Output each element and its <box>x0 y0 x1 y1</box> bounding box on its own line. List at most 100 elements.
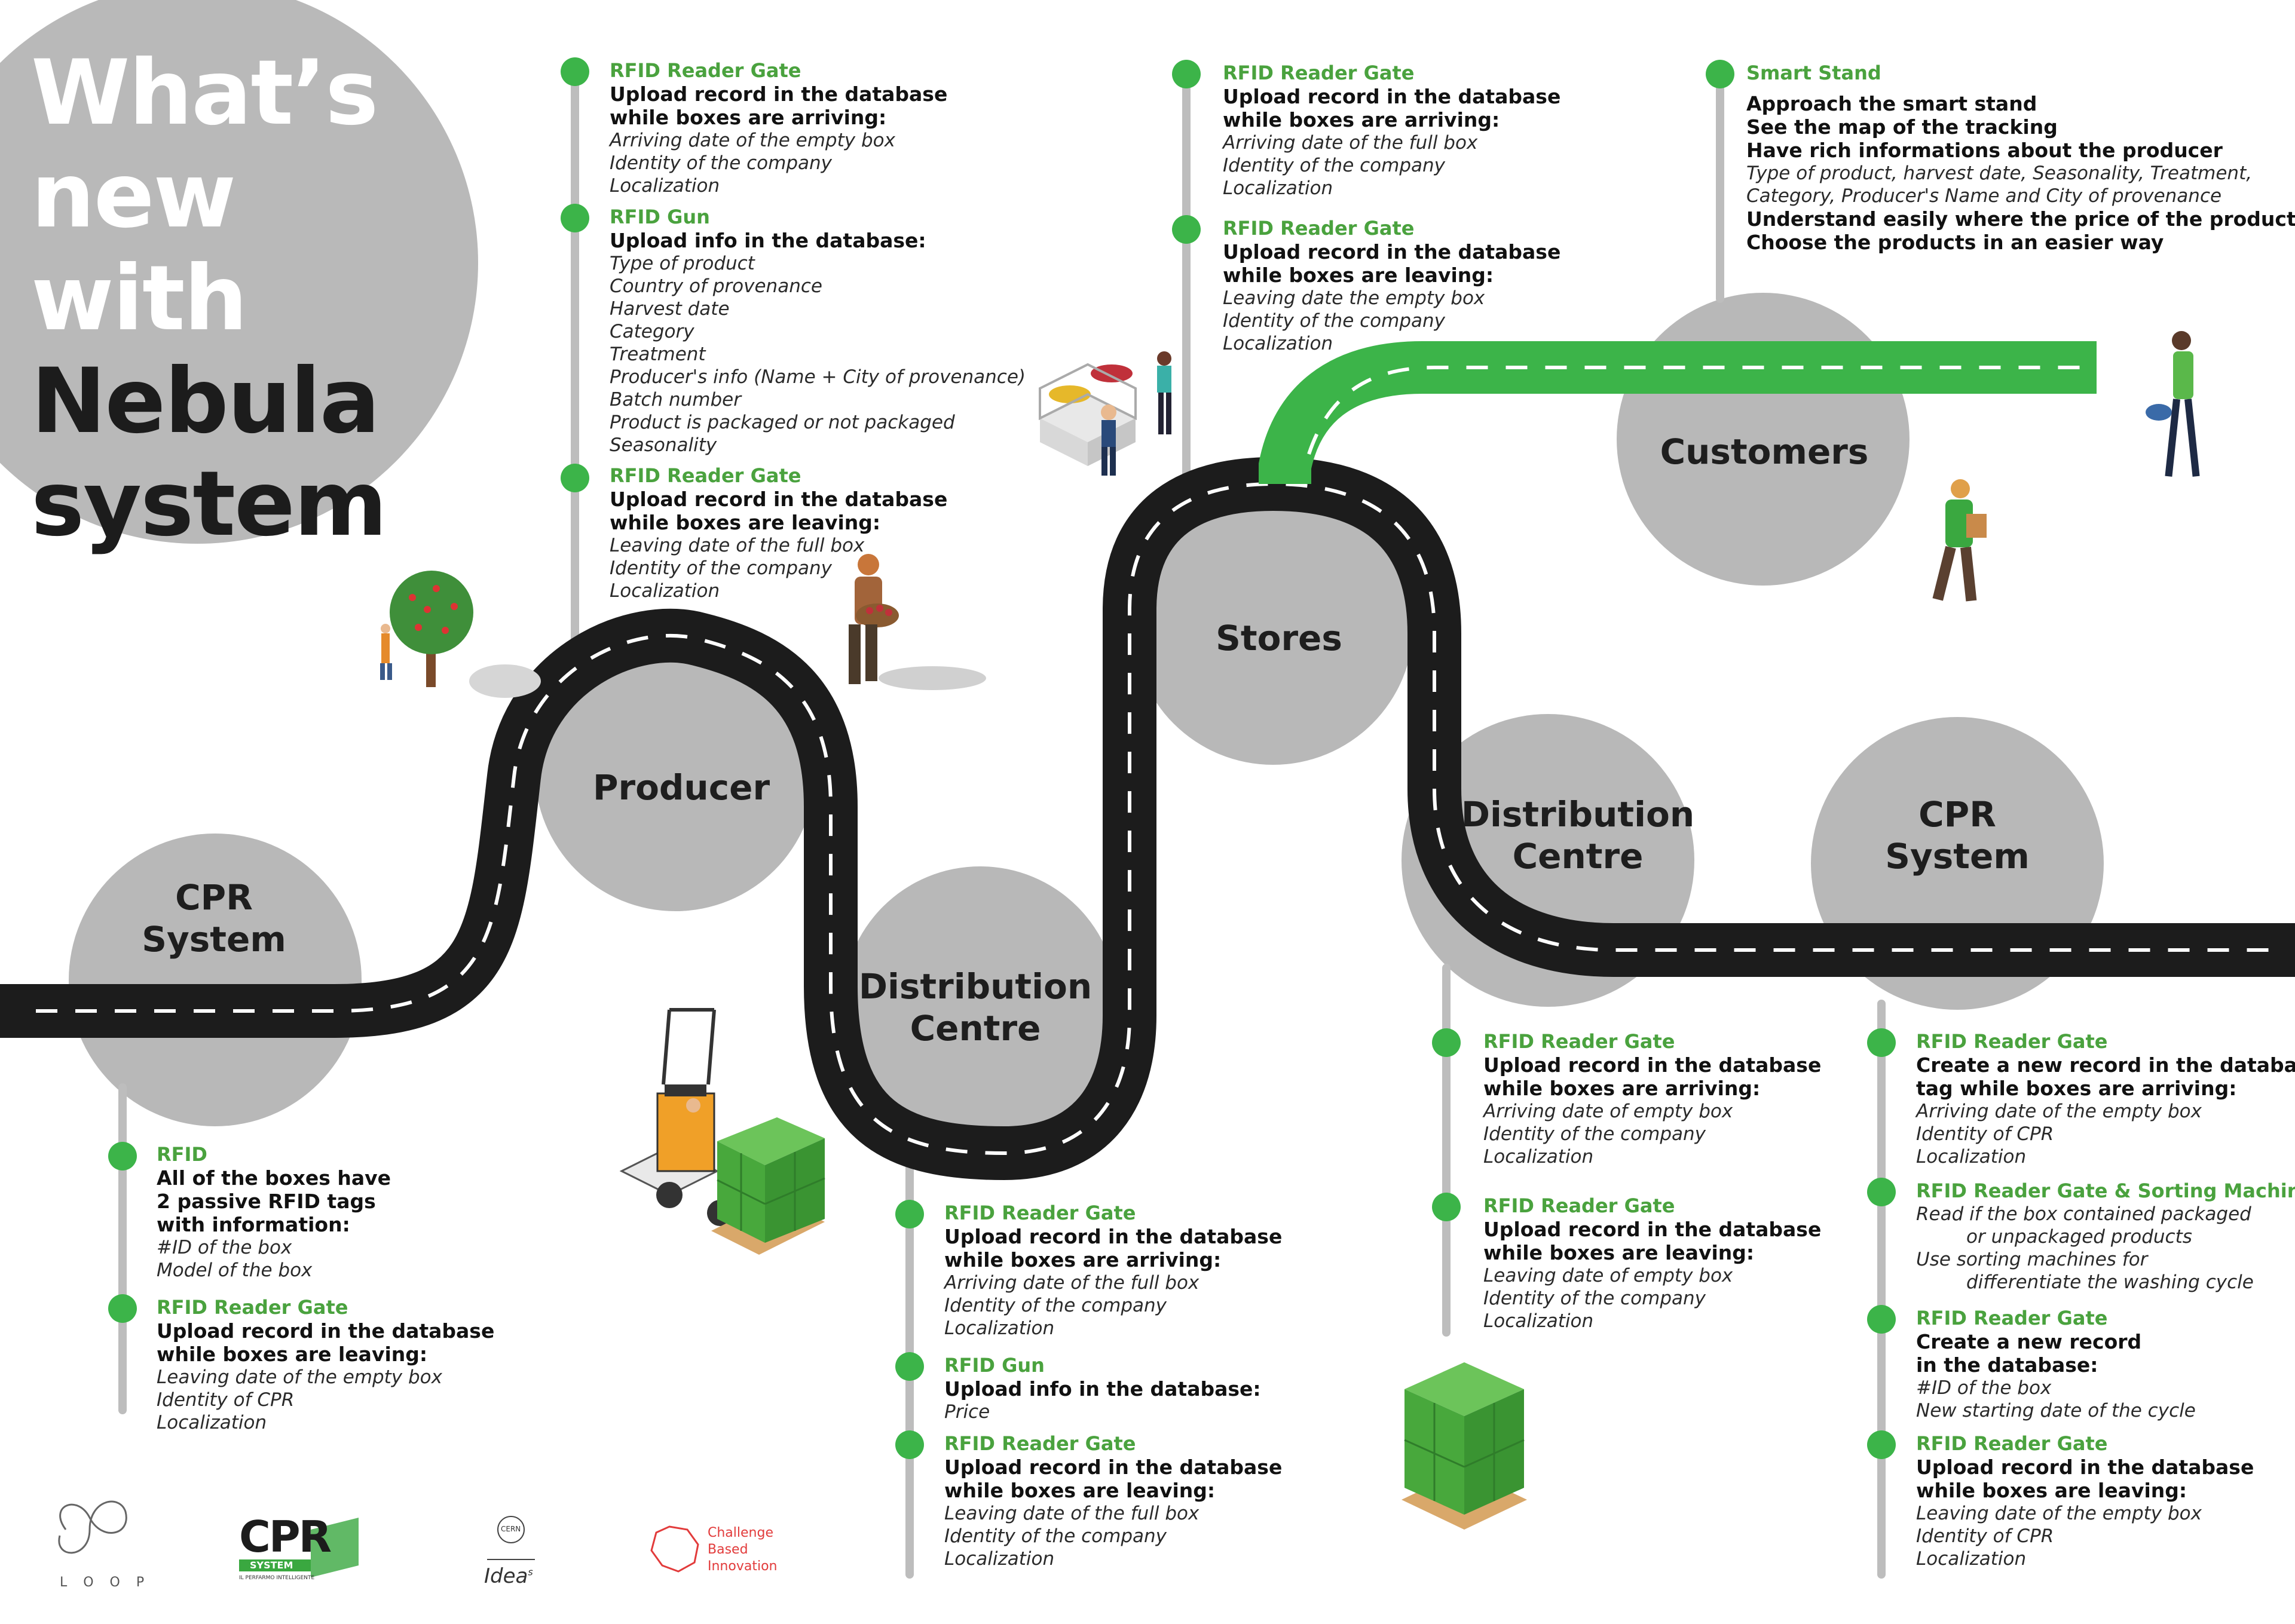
dist-mid-gun-block: RFID Gun Upload info in the database: Pr… <box>944 1353 1261 1423</box>
block-item: Category, Producer's Name and City of pr… <box>1746 185 2222 207</box>
producer-gate-arriving-block: RFID Reader Gate Upload record in the da… <box>610 59 947 197</box>
block-item: Identity of the company <box>1483 1288 1706 1309</box>
cbi-logo-text: Challenge Based Innovation <box>708 1525 777 1575</box>
block-item: Identity of the company <box>610 152 832 174</box>
block-item: Arriving date of empty box <box>1483 1101 1733 1122</box>
block-bold-line: Upload record in the database <box>944 1456 1283 1479</box>
block-bold-line: while boxes are leaving: <box>944 1479 1216 1502</box>
block-title: RFID Reader Gate <box>1483 1194 1675 1217</box>
block-item: Leaving date of the empty box <box>157 1366 442 1388</box>
cpr-logo-tagline: IL PERFARMO INTELLIGENTE <box>239 1575 315 1581</box>
block-bold-line: tag while boxes are arriving: <box>1916 1077 2237 1100</box>
cbi-line: Innovation <box>708 1559 778 1574</box>
dot <box>1867 1430 1896 1459</box>
cbi-line: Based <box>708 1542 748 1557</box>
block-bold-line: Upload info in the database: <box>944 1377 1261 1401</box>
dot <box>108 1142 137 1170</box>
dot <box>108 1294 137 1323</box>
block-title: RFID Gun <box>610 206 710 228</box>
block-bold-line: while boxes are arriving: <box>1223 108 1500 131</box>
block-item: Localization <box>610 175 720 197</box>
block-bold-line: Upload record in the database <box>1916 1456 2254 1479</box>
dot <box>561 204 589 232</box>
cpr-left-gate-block: RFID Reader Gate Upload record in the da… <box>157 1295 494 1434</box>
block-bold-line: while boxes are arriving: <box>1483 1077 1761 1100</box>
title-line: What’s <box>31 41 378 145</box>
circle-producer <box>535 630 816 911</box>
stage-label-stores: Stores <box>1216 618 1342 658</box>
block-bold-line: Upload record in the database <box>610 488 948 511</box>
block-item: Localization <box>1223 177 1333 199</box>
block-item: Localization <box>1483 1310 1594 1332</box>
block-title: RFID Gun <box>944 1354 1045 1377</box>
block-item: Identity of the company <box>944 1525 1167 1547</box>
block-item: Seasonality <box>610 434 717 456</box>
loop-logo <box>58 1500 127 1554</box>
block-item: Identity of the company <box>1223 310 1445 332</box>
block-item: Localization <box>1223 333 1333 354</box>
block-title: RFID Reader Gate & Sorting Machine <box>1916 1179 2295 1202</box>
block-item: Harvest date <box>610 298 730 320</box>
block-title: RFID Reader Gate <box>1223 217 1415 240</box>
block-title: RFID Reader Gate <box>1916 1307 2108 1329</box>
block-bold-line: with information: <box>157 1213 350 1236</box>
block-item: Arriving date of the full box <box>944 1272 1199 1294</box>
tree-illustration <box>380 571 541 698</box>
man-customer-illustration <box>1932 479 1987 602</box>
block-title: Smart Stand <box>1746 62 1881 84</box>
ideas-word: Idea <box>484 1564 528 1588</box>
dot <box>1706 60 1734 88</box>
block-item: Leaving date the empty box <box>1223 287 1485 309</box>
block-item: Type of product <box>610 253 755 274</box>
block-title: RFID Reader Gate <box>1483 1030 1675 1053</box>
timeline-dots <box>108 57 1896 1459</box>
dot <box>1432 1028 1461 1057</box>
block-bold-line: All of the boxes have <box>157 1166 391 1190</box>
block-item: Arriving date of the full box <box>1223 132 1478 154</box>
block-bold-line: while boxes are arriving: <box>610 106 887 129</box>
producer-gate-leaving-block: RFID Reader Gate Upload record in the da… <box>610 464 947 602</box>
block-bold-line: Have rich informations about the produce… <box>1746 139 2223 162</box>
road-center-line <box>36 482 2277 1156</box>
market-stand-illustration <box>1039 351 1171 476</box>
block-item: differentiate the washing cycle <box>1966 1271 2254 1293</box>
block-item: Localization <box>1916 1548 2027 1570</box>
block-bold-line: while boxes are leaving: <box>1483 1241 1755 1264</box>
block-bold-line: Choose the products in an easier way <box>1746 231 2164 254</box>
block-item: Arriving date of the empty box <box>1916 1101 2202 1122</box>
block-item: Localization <box>610 580 720 602</box>
cpr-right-sorting-block: RFID Reader Gate & Sorting Machine Read … <box>1916 1179 2295 1294</box>
stage-label-producer: Producer <box>592 767 770 808</box>
block-title: RFID Reader Gate <box>610 59 801 82</box>
title-circle <box>0 0 478 544</box>
block-bold-line: Understand easily where the price of the… <box>1746 207 2295 231</box>
block-bold-line: Create a new record <box>1916 1330 2142 1353</box>
block-title: RFID Reader Gate <box>157 1296 348 1319</box>
block-item: Identity of the company <box>1223 155 1445 176</box>
block-bold-line: Upload info in the database: <box>610 229 926 252</box>
dot <box>1172 60 1201 88</box>
dist-mid-gate-leaving-block: RFID Reader Gate Upload record in the da… <box>944 1432 1282 1570</box>
green-road-center-line <box>1307 366 2086 455</box>
block-title: RFID Reader Gate <box>944 1432 1136 1455</box>
block-item: Arriving date of the empty box <box>610 130 895 151</box>
circle-stores <box>1133 484 1413 765</box>
block-item: Localization <box>157 1412 267 1433</box>
block-bold-line: Upload record in the database <box>1223 85 1561 108</box>
block-item: Type of product, harvest date, Seasonali… <box>1746 163 2253 184</box>
woman-customer-illustration <box>2146 331 2200 477</box>
cpr-logo-system: SYSTEM <box>250 1559 293 1571</box>
block-bold-line: Upload record in the database <box>944 1225 1283 1248</box>
block-item: Localization <box>1483 1146 1594 1168</box>
block-title: RFID Reader Gate <box>610 464 801 487</box>
dot <box>1172 215 1201 244</box>
dot <box>1867 1178 1896 1206</box>
block-item: Use sorting machines for <box>1916 1249 2148 1270</box>
block-item: Identity of CPR <box>1916 1123 2054 1145</box>
block-item: Localization <box>944 1317 1055 1339</box>
block-item: Model of the box <box>157 1260 313 1281</box>
